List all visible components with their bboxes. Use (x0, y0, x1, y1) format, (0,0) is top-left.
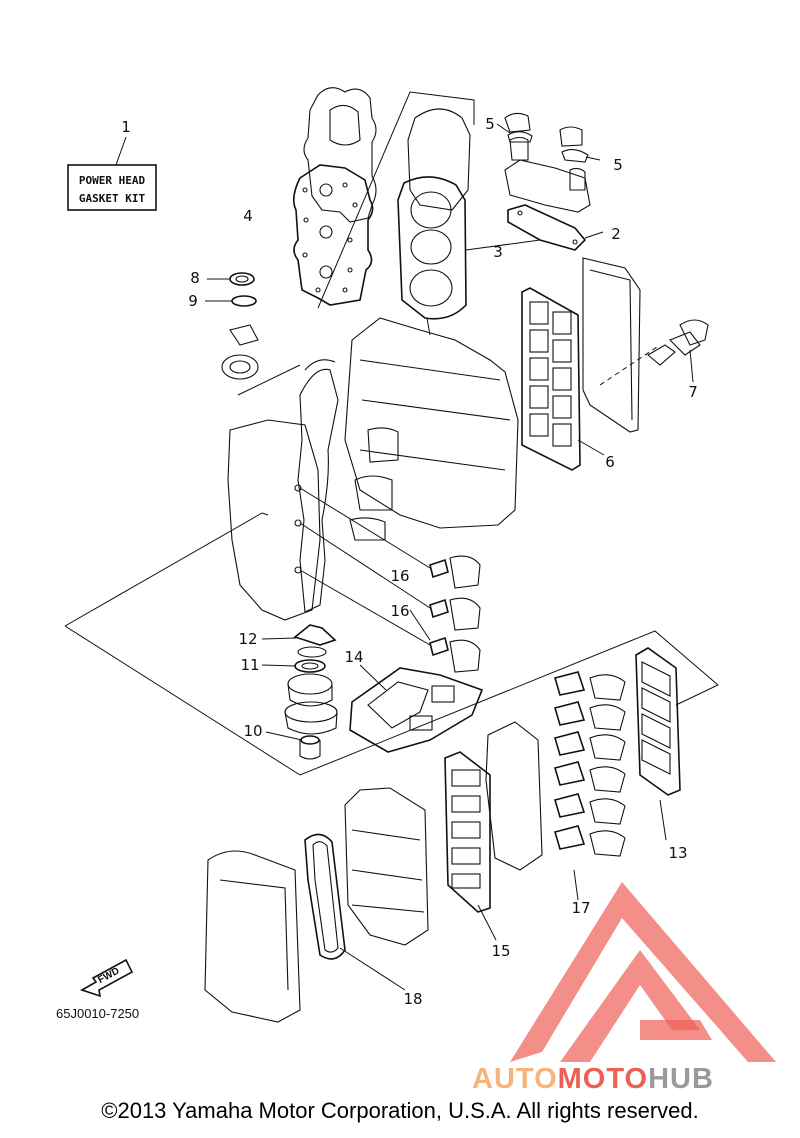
intake-manifold-gasket (444, 721, 543, 941)
crankcase-and-crankshaft (205, 272, 431, 646)
kit-label-line1: POWER HEAD (79, 174, 146, 187)
diagram-code: 65J0010-7250 (56, 1006, 139, 1021)
callout-6: 6 (605, 453, 615, 471)
callout-17: 17 (571, 899, 590, 917)
callout-9: 9 (188, 292, 198, 310)
exhaust-cover-gasket (496, 112, 604, 251)
callout-14: 14 (344, 648, 363, 666)
watermark-moto: MOTO (558, 1063, 648, 1090)
head-gasket-set (292, 87, 541, 336)
crankcase-side-cover (582, 257, 709, 433)
callout-5b: 5 (613, 156, 623, 174)
automotohub-watermark: AUTOMOTOHUB (472, 882, 776, 1090)
callout-18: 18 (403, 990, 422, 1008)
exhaust-plate-gasket (349, 664, 484, 753)
kit-label-line2: GASKET KIT (79, 192, 146, 205)
callout-8: 8 (190, 269, 200, 287)
callout-10: 10 (243, 722, 262, 740)
section-boundary (64, 512, 719, 776)
callout-12: 12 (238, 630, 257, 648)
callout-13: 13 (668, 844, 687, 862)
fwd-label: FWD (96, 966, 121, 986)
reed-plate-gasket (521, 287, 605, 471)
callout-numbers: 1 2 3 4 5 5 6 7 8 9 10 11 12 13 14 15 16… (121, 115, 698, 1008)
exploded-parts-diagram: POWER HEAD GASKET KIT (56, 87, 776, 1090)
callout-16a: 16 (390, 567, 409, 585)
callout-15: 15 (491, 942, 510, 960)
callout-4: 4 (243, 207, 253, 225)
copyright-notice: ©2013 Yamaha Motor Corporation, U.S.A. A… (101, 1098, 699, 1123)
lower-cover-assembly (204, 787, 429, 1023)
callout-1: 1 (121, 118, 131, 136)
callout-3: 3 (493, 243, 503, 261)
watermark-auto: AUTO (472, 1063, 558, 1090)
svg-text:AUTOMOTOHUB: AUTOMOTOHUB (472, 1063, 714, 1090)
lower-bearing-housing (261, 624, 338, 760)
reed-valve-set (553, 647, 681, 901)
fwd-arrow: FWD (80, 958, 134, 998)
kit-label: POWER HEAD GASKET KIT (67, 136, 157, 211)
callout-11: 11 (240, 656, 259, 674)
cylinder-block (344, 317, 519, 541)
callout-7: 7 (688, 383, 698, 401)
watermark-hub: HUB (648, 1063, 714, 1090)
callout-5a: 5 (485, 115, 495, 133)
callout-16b: 16 (390, 602, 409, 620)
callout-2: 2 (611, 225, 621, 243)
bypass-cover-gaskets (409, 555, 481, 673)
